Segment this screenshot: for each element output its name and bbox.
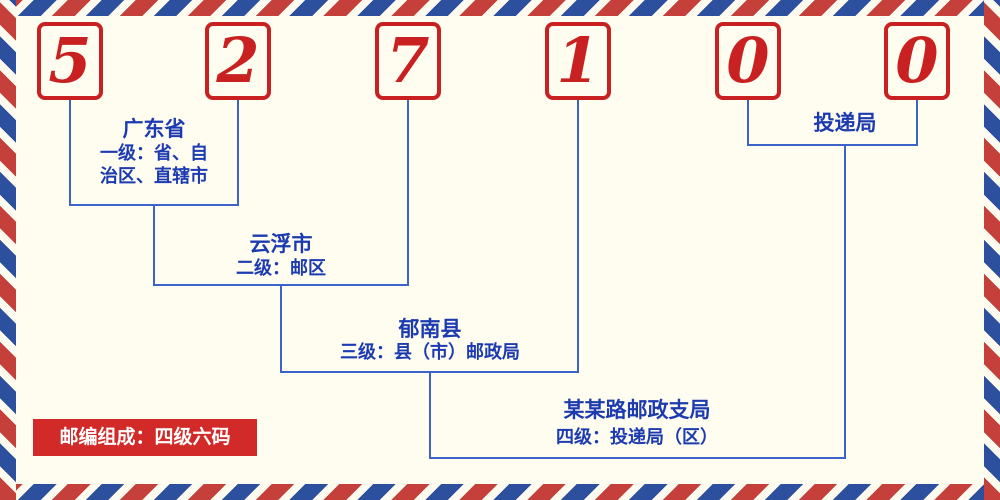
- digit-box-1: 5: [37, 22, 103, 100]
- connector-line-l1-right: [237, 100, 239, 206]
- level3-title: 郁南县: [398, 317, 462, 341]
- digit-5: 0: [726, 24, 770, 97]
- connector-line-l2-drop: [153, 204, 155, 286]
- level1-desc: 一级：省、自 治区、直辖市: [100, 143, 208, 187]
- digit-box-4: 1: [545, 22, 611, 100]
- digit-4: 1: [556, 24, 600, 97]
- digit-2: 2: [216, 24, 260, 97]
- airmail-border-bottom: [0, 484, 1000, 500]
- connector-line-l1-left: [69, 100, 71, 206]
- airmail-border-left: [0, 0, 16, 500]
- level1-title: 广东省: [122, 117, 186, 141]
- digit-box-3: 7: [375, 22, 441, 100]
- connector-line-delivery-right: [916, 100, 918, 146]
- digit-3: 7: [386, 24, 430, 97]
- connector-line-l3-drop: [280, 284, 282, 373]
- connector-line-l2-right: [407, 100, 409, 286]
- digit-6: 0: [895, 24, 939, 97]
- connector-line-l4-right: [844, 144, 846, 459]
- digit-1: 5: [48, 24, 92, 97]
- airmail-border-top: [0, 0, 1000, 16]
- level4-title: 某某路邮政支局: [563, 398, 711, 422]
- connector-line-l4-drop: [429, 371, 431, 459]
- delivery-bureau-title: 投递局: [813, 111, 877, 135]
- connector-line-l4-bottom: [429, 457, 846, 459]
- digit-box-6: 0: [884, 22, 950, 100]
- connector-line-delivery-left: [747, 100, 749, 146]
- digit-box-5: 0: [715, 22, 781, 100]
- composition-banner: 邮编组成：四级六码: [33, 419, 257, 456]
- level4-desc: 四级：投递局（区）: [556, 427, 718, 448]
- digit-box-2: 2: [205, 22, 271, 100]
- level3-desc: 三级：县（市）邮政局: [340, 342, 520, 363]
- connector-line-delivery-bottom: [747, 144, 918, 146]
- level2-desc: 二级：邮区: [236, 258, 326, 279]
- airmail-border-right: [984, 0, 1000, 500]
- level2-title: 云浮市: [249, 232, 313, 256]
- connector-line-l3-right: [577, 100, 579, 373]
